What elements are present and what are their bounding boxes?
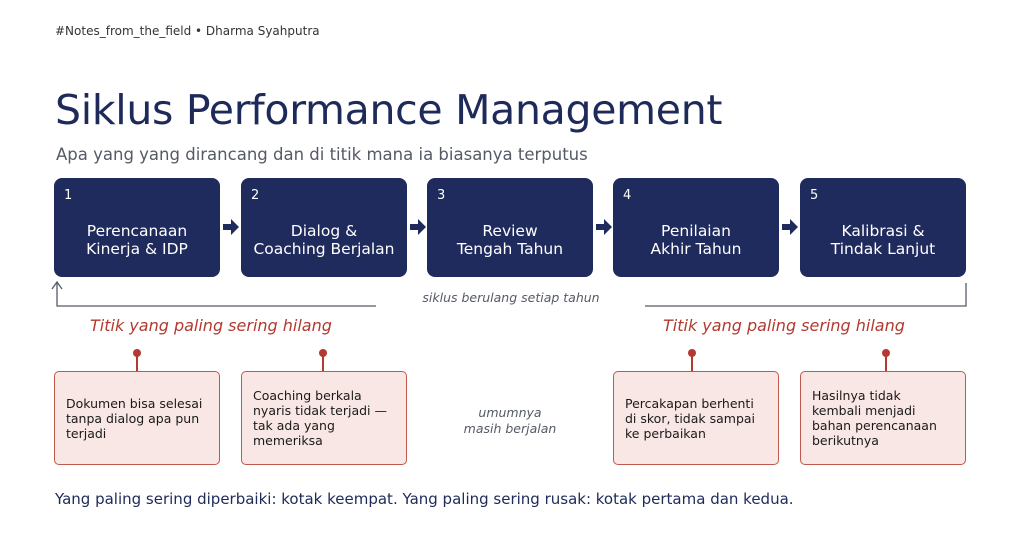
step-number: 5 — [810, 188, 819, 203]
step-label: Review Tengah Tahun — [456, 222, 564, 258]
gap-card-text: Dokumen bisa selesai tanpa dialog apa pu… — [66, 395, 203, 441]
step-label: Kalibrasi & Tindak Lanjut — [830, 222, 936, 258]
pin-connector — [322, 353, 324, 371]
pin-connector — [136, 353, 138, 371]
step-number: 2 — [251, 188, 260, 203]
gap-card-2: Coaching berkala nyaris tidak terjadi — … — [241, 371, 407, 465]
arrow-right-icon — [596, 219, 612, 235]
loop-caption: siklus berulang setiap tahun — [422, 290, 600, 305]
page-title: Siklus Performance Management — [55, 86, 723, 134]
gap-card-5: Hasilnya tidak kembali menjadi bahan per… — [800, 371, 966, 465]
step-box-5: 5 Kalibrasi & Tindak Lanjut — [800, 178, 966, 277]
page-subtitle: Apa yang yang dirancang dan di titik man… — [56, 145, 588, 164]
step-box-4: 4 Penilaian Akhir Tahun — [613, 178, 779, 277]
arrow-right-icon — [223, 219, 239, 235]
gap-card-text: Percakapan berhenti di skor, tidak sampa… — [625, 395, 756, 441]
step-label: Penilaian Akhir Tahun — [650, 222, 742, 258]
middle-note: umumnya masih berjalan — [463, 405, 557, 436]
gap-card-text: Coaching berkala nyaris tidak terjadi — … — [253, 388, 388, 448]
gap-heading-right: Titik yang paling sering hilang — [663, 316, 905, 335]
pin-connector — [691, 353, 693, 371]
step-number: 1 — [64, 188, 73, 203]
gap-heading-left: Titik yang paling sering hilang — [90, 316, 332, 335]
step-box-2: 2 Dialog & Coaching Berjalan — [241, 178, 407, 277]
gap-card-1: Dokumen bisa selesai tanpa dialog apa pu… — [54, 371, 220, 465]
footer-summary: Yang paling sering diperbaiki: kotak kee… — [55, 490, 794, 508]
pin-connector — [885, 353, 887, 371]
gap-card-text: Hasilnya tidak kembali menjadi bahan per… — [812, 388, 937, 448]
step-label: Perencanaan Kinerja & IDP — [86, 222, 188, 258]
gap-card-4: Percakapan berhenti di skor, tidak sampa… — [613, 371, 779, 465]
step-box-1: 1 Perencanaan Kinerja & IDP — [54, 178, 220, 277]
step-box-3: 3 Review Tengah Tahun — [427, 178, 593, 277]
step-label: Dialog & Coaching Berjalan — [253, 222, 395, 258]
step-number: 3 — [437, 188, 446, 203]
arrow-right-icon — [410, 219, 426, 235]
tagline: #Notes_from_the_field • Dharma Syahputra — [55, 24, 320, 38]
arrow-right-icon — [782, 219, 798, 235]
step-number: 4 — [623, 188, 632, 203]
